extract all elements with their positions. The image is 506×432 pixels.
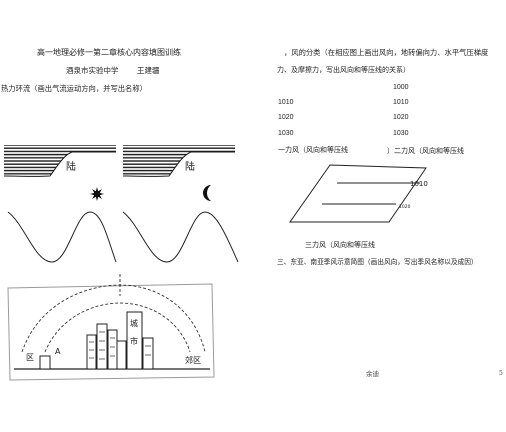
- isobar-value-right: 1020: [393, 114, 409, 121]
- land-label-night: 陆: [185, 160, 195, 173]
- ground-curve-night: [122, 211, 239, 263]
- ground-curve-day: [7, 211, 117, 263]
- city-label-1: 城: [130, 319, 138, 328]
- page-number: 5: [499, 370, 503, 377]
- diagram-frame: [7, 283, 215, 381]
- document-title: 高一地理必修一第二章核心内容填图训练: [37, 48, 181, 57]
- isobar-label-1: 1010: [410, 180, 428, 188]
- city-buildings: [39, 311, 154, 370]
- sun-icon: [90, 187, 104, 201]
- building: [39, 355, 51, 370]
- land-label-day: 陆: [66, 160, 76, 173]
- three-force-wind-diagram: 1010 1020: [289, 164, 428, 223]
- isobar-value-left: 1030: [278, 130, 294, 137]
- building: [107, 329, 118, 370]
- one-force-wind-caption: 一力风（风向和等压线: [278, 146, 348, 154]
- isobar-label-2: 1020: [399, 204, 411, 210]
- isobar-value-right: 1000: [393, 84, 409, 91]
- city-label-2: 市: [130, 336, 138, 346]
- urban-heat-island-diagram: 区 A 城 市 郊区: [7, 274, 215, 381]
- footer-text: 余迪: [366, 370, 379, 378]
- inner-circulation-arc: [44, 302, 191, 353]
- two-force-wind-caption: ）二力风（风向和等压线: [387, 147, 464, 155]
- building: [86, 334, 97, 370]
- parallelogram-plane: [289, 164, 427, 223]
- isobar-value-left: 1020: [278, 114, 294, 121]
- monsoon-section-heading: 三、东亚、南亚季风示意简图（画出风向，写出季风名称以及成因）: [277, 258, 478, 266]
- isobar-value-left: 1010: [278, 99, 294, 106]
- building: [116, 340, 127, 370]
- school-name: 酒泉市实验中学: [66, 66, 119, 75]
- wind-classification-heading-line1: ，风的分类（在相应图上画出风向，地转偏向力、水平气压梯度: [284, 48, 489, 57]
- building-windows: [89, 331, 151, 360]
- sea-hatch-night: [123, 145, 235, 177]
- wind-classification-heading-line2: 力、及摩擦力，写出风向和等压线的关系）: [277, 66, 410, 74]
- sea-land-diagram-day: 陆: [3, 145, 117, 263]
- point-a-label: A: [55, 347, 61, 356]
- three-force-wind-caption: 三力风（风向和等压线: [305, 241, 375, 249]
- coastline-day: [3, 151, 116, 177]
- thermal-circulation-heading: 热力环流（画出气流运动方向，并写出名称）: [1, 84, 147, 93]
- sea-land-diagram-night: 陆: [122, 145, 239, 263]
- suburb-label-left: 区: [26, 353, 34, 362]
- author-name: 王建疆: [137, 66, 160, 75]
- building: [96, 323, 108, 370]
- suburb-label-right: 郊区: [185, 355, 201, 365]
- building: [126, 311, 143, 370]
- isobar-value-right: 1030: [393, 130, 409, 137]
- isobar-value-right: 1010: [393, 99, 409, 106]
- sea-hatch-day: [4, 145, 116, 177]
- building: [142, 337, 154, 370]
- moon-icon: [203, 185, 211, 201]
- coastline-night: [122, 151, 235, 177]
